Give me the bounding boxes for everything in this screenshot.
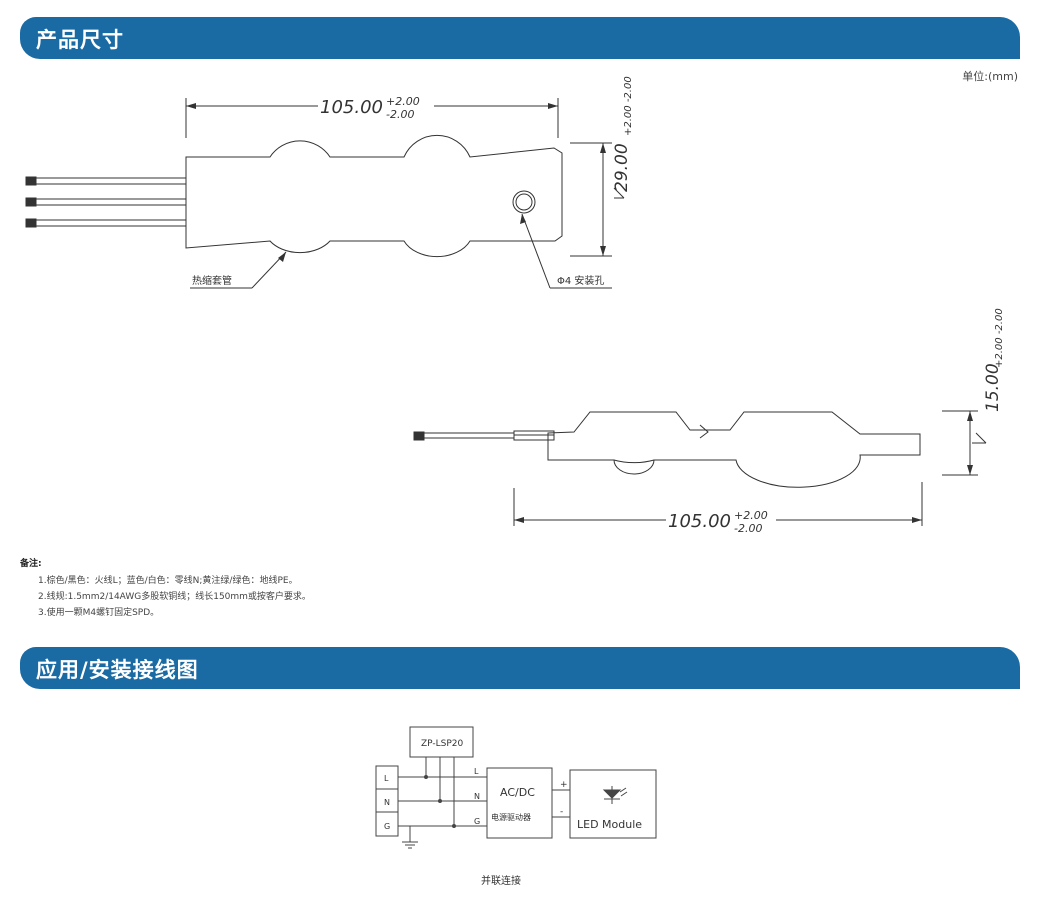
output-minus: - (560, 807, 563, 817)
driver-input-g: G (474, 817, 480, 826)
output-plus: + (560, 780, 568, 790)
side-height-value: 15.00 (983, 363, 1003, 412)
side-length-tol-plus: +2.00 (734, 509, 768, 522)
note-item: 3.使用一颗M4螺钉固定SPD。 (38, 608, 160, 618)
driver-input-n: N (474, 792, 480, 801)
side-view-drawing: 15.00 +2.00 -2.00 105.00 +2.00 -2.00 (413, 308, 1005, 535)
side-height-tol: +2.00 -2.00 (994, 308, 1005, 368)
terminal-label-l: L (384, 774, 389, 783)
note-item: 2.线规:1.5mm2/14AWG多股软铜线；线长150mm或按客户要求。 (38, 592, 311, 602)
callout-mounting-hole: Φ4 安装孔 (557, 274, 604, 287)
top-width-value: 29.00 (612, 143, 632, 192)
section-title-dimensions: 产品尺寸 (36, 28, 124, 52)
unit-label: 单位:(mm) (962, 70, 1018, 83)
notes-block: 备注: 1.棕色/黑色：火线L；蓝色/白色：零线N;黄注绿/绿色：地线PE。 2… (20, 556, 311, 621)
section-title-wiring: 应用/安装接线图 (36, 658, 199, 682)
driver-subtitle: 电源驱动器 (491, 812, 531, 822)
terminal-label-n: N (384, 798, 390, 807)
wiring-diagram: ZP-LSP20 L N G L N G AC/DC 电源驱动器 + - LED… (375, 726, 657, 887)
top-length-tol-plus: +2.00 (386, 95, 420, 108)
top-length-value: 105.00 (320, 97, 383, 118)
top-view-drawing: 105.00 +2.00 -2.00 29.00 +2.00 -2.00 热缩套… (25, 76, 634, 289)
driver-title: AC/DC (500, 786, 535, 799)
driver-input-l: L (474, 767, 479, 776)
top-length-tol-minus: -2.00 (386, 108, 414, 121)
callout-heat-shrink-sleeve: 热缩套管 (192, 274, 232, 287)
section-banner-dimensions: 产品尺寸 (20, 17, 1020, 59)
led-module-label: LED Module (577, 818, 642, 831)
top-width-tol: +2.00 -2.00 (623, 76, 634, 136)
side-length-value: 105.00 (668, 511, 731, 532)
note-item: 1.棕色/黑色：火线L；蓝色/白色：零线N;黄注绿/绿色：地线PE。 (38, 576, 298, 586)
notes-heading: 备注: (20, 559, 42, 569)
side-length-tol-minus: -2.00 (734, 522, 762, 535)
diagram-caption: 并联连接 (481, 874, 521, 887)
section-banner-wiring: 应用/安装接线图 (20, 647, 1020, 689)
spd-model-label: ZP-LSP20 (421, 739, 464, 749)
terminal-label-g: G (384, 822, 390, 831)
